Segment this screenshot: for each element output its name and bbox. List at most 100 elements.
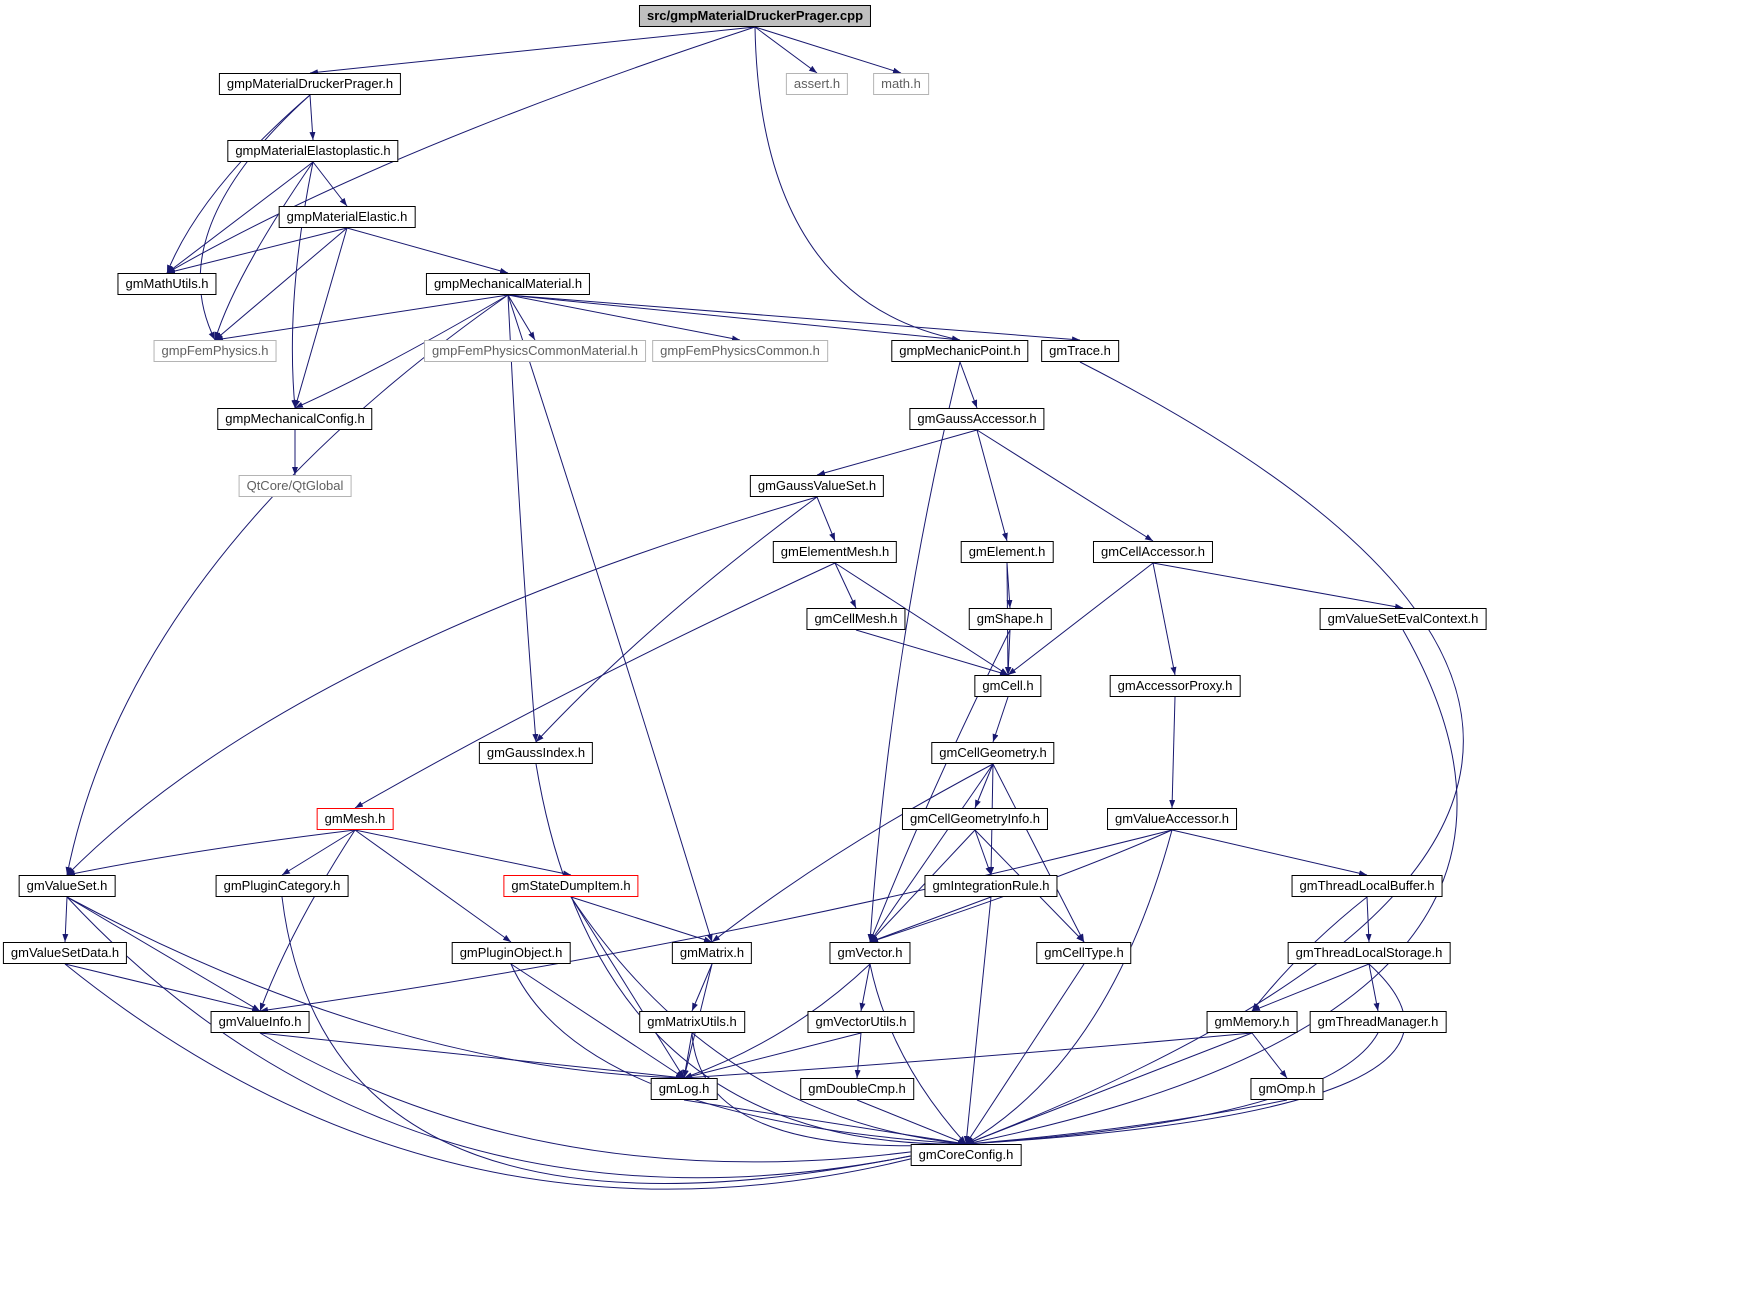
graph-node-valueset[interactable]: gmValueSet.h <box>18 875 116 897</box>
graph-edge-gaussvs--gaussidx <box>535 496 818 743</box>
graph-edge-log--coreconfig <box>683 1099 967 1146</box>
graph-node-mechconf[interactable]: gmpMechanicalConfig.h <box>217 408 373 430</box>
graph-node-cell[interactable]: gmCell.h <box>974 675 1042 697</box>
graph-node-gaussidx[interactable]: gmGaussIndex.h <box>478 742 594 764</box>
graph-edge-statedump--log <box>570 896 685 1079</box>
graph-edge-matutils--log <box>682 1032 693 1079</box>
graph-node-femphyscm: gmpFemPhysicsCommonMaterial.h <box>424 340 646 362</box>
graph-edge-cpp--mechpoint <box>754 26 961 342</box>
graph-edge-shape--vector <box>869 629 1011 943</box>
graph-edge-mechmat--matrix <box>507 294 713 943</box>
graph-node-mathutils[interactable]: gmMathUtils.h <box>117 273 217 295</box>
graph-edge-intrule--vector <box>869 896 992 943</box>
graph-edge-vsdata--coreconfig <box>64 963 967 1190</box>
graph-edge-mesh--valueset <box>66 829 356 877</box>
graph-node-intrule[interactable]: gmIntegrationRule.h <box>924 875 1058 897</box>
graph-node-trace[interactable]: gmTrace.h <box>1041 340 1119 362</box>
graph-node-mesh[interactable]: gmMesh.h <box>316 808 394 830</box>
graph-edge-mechmat--trace <box>507 294 1081 343</box>
graph-edge-plugincat--coreconfig <box>281 896 967 1184</box>
graph-edge-tlbuf--tls <box>1365 896 1372 943</box>
graph-node-doublecmp[interactable]: gmDoubleCmp.h <box>800 1078 914 1100</box>
graph-edge-gaussvs--valueset <box>66 496 818 876</box>
graph-edge-matrix--matutils <box>691 963 713 1012</box>
graph-edge-mesh--statedump <box>354 829 572 877</box>
graph-edge-mechmat--femphyscm <box>507 294 536 341</box>
graph-edge-elemmesh--cellmesh <box>834 562 857 609</box>
graph-edge-gaussacc--cellacc <box>976 429 1154 542</box>
graph-node-celltype[interactable]: gmCellType.h <box>1036 942 1132 964</box>
graph-edge-mechmat--valueset <box>65 294 509 876</box>
graph-node-vector[interactable]: gmVector.h <box>829 942 911 964</box>
graph-node-mechpoint[interactable]: gmpMechanicPoint.h <box>891 340 1029 362</box>
graph-node-valacc[interactable]: gmValueAccessor.h <box>1107 808 1237 830</box>
graph-edge-elemmesh--mesh <box>354 562 836 809</box>
graph-edge-doublecmp--coreconfig <box>856 1099 967 1145</box>
graph-node-cpp: src/gmpMaterialDruckerPrager.cpp <box>638 5 872 27</box>
graph-edge-matel_h--femphys <box>214 227 348 341</box>
graph-edge-cellgeom--celltype <box>992 763 1085 943</box>
graph-edge-cellgeom--vector <box>869 763 994 943</box>
graph-edge-mechmat--femphysc <box>507 294 741 342</box>
graph-node-matutils[interactable]: gmMatrixUtils.h <box>639 1011 745 1033</box>
graph-edge-cellgeom--cellgeominfo <box>974 763 994 809</box>
graph-edge-gaussidx--coreconfig <box>535 763 967 1148</box>
graph-edge-pluginobj--coreconfig <box>510 963 967 1147</box>
graph-node-cellgeominfo[interactable]: gmCellGeometryInfo.h <box>901 808 1049 830</box>
graph-node-matrix[interactable]: gmMatrix.h <box>671 942 753 964</box>
graph-node-gaussvs[interactable]: gmGaussValueSet.h <box>749 475 885 497</box>
graph-edge-cell--cellgeom <box>992 696 1009 743</box>
graph-node-coreconfig[interactable]: gmCoreConfig.h <box>910 1144 1022 1166</box>
graph-node-memory[interactable]: gmMemory.h <box>1206 1011 1298 1033</box>
graph-node-matdp_h[interactable]: gmpMaterialDruckerPrager.h <box>218 73 402 95</box>
graph-edge-valueset--vsdata <box>62 896 69 943</box>
graph-node-cellgeom[interactable]: gmCellGeometry.h <box>931 742 1055 764</box>
graph-node-element[interactable]: gmElement.h <box>960 541 1054 563</box>
graph-node-plugincat[interactable]: gmPluginCategory.h <box>215 875 349 897</box>
graph-edge-vecutils--doublecmp <box>854 1032 862 1079</box>
graph-node-vecutils[interactable]: gmVectorUtils.h <box>807 1011 915 1033</box>
graph-edge-matel_h--mathutils <box>166 227 348 274</box>
graph-edge-intrule--coreconfig <box>963 896 992 1145</box>
graph-edge-accproxy--valacc <box>1169 696 1176 809</box>
graph-edge-memory--log <box>683 1032 1253 1081</box>
graph-node-threadmgr[interactable]: gmThreadManager.h <box>1309 1011 1447 1033</box>
graph-edge-statedump--matrix <box>570 896 713 943</box>
graph-node-vsevalctx[interactable]: gmValueSetEvalContext.h <box>1319 608 1487 630</box>
graph-node-matel_h[interactable]: gmpMaterialElastic.h <box>278 206 416 228</box>
graph-node-cellacc[interactable]: gmCellAccessor.h <box>1092 541 1214 563</box>
graph-node-qtglobal: QtCore/QtGlobal <box>238 475 352 497</box>
graph-edge-vector--vecutils <box>859 963 871 1012</box>
graph-edge-mechpoint--gaussacc <box>959 361 978 409</box>
graph-node-accproxy[interactable]: gmAccessorProxy.h <box>1109 675 1241 697</box>
graph-node-shape[interactable]: gmShape.h <box>968 608 1052 630</box>
graph-node-omp[interactable]: gmOmp.h <box>1250 1078 1324 1100</box>
graph-node-cellmesh[interactable]: gmCellMesh.h <box>806 608 906 630</box>
graph-node-mechmat[interactable]: gmpMechanicalMaterial.h <box>425 273 591 295</box>
graph-edge-mechmat--mechpoint <box>507 294 961 343</box>
graph-node-matep_h[interactable]: gmpMaterialElastoplastic.h <box>227 140 399 162</box>
graph-node-tls[interactable]: gmThreadLocalStorage.h <box>1287 942 1451 964</box>
graph-node-valinfo[interactable]: gmValueInfo.h <box>210 1011 310 1033</box>
graph-node-femphysc: gmpFemPhysicsCommon.h <box>652 340 828 362</box>
graph-node-statedump[interactable]: gmStateDumpItem.h <box>503 875 639 897</box>
graph-node-vsdata[interactable]: gmValueSetData.h <box>2 942 128 964</box>
graph-edge-cpp--math_h <box>754 26 902 74</box>
graph-node-pluginobj[interactable]: gmPluginObject.h <box>451 942 571 964</box>
graph-edge-memory--coreconfig <box>965 1032 1253 1145</box>
graph-edge-matep_h--femphys <box>214 161 314 341</box>
graph-edge-valueset--coreconfig <box>66 896 967 1179</box>
graph-edge-cellmesh--cell <box>855 629 1009 676</box>
graph-edge-matdp_h--mathutils <box>166 94 311 274</box>
graph-edge-matel_h--mechmat <box>346 227 509 274</box>
graph-edge-valinfo--log <box>259 1032 685 1081</box>
graph-edge-tls--threadmgr <box>1368 963 1380 1012</box>
graph-edge-matdp_h--matep_h <box>309 94 316 141</box>
graph-node-elemmesh[interactable]: gmElementMesh.h <box>772 541 898 563</box>
graph-node-tlbuf[interactable]: gmThreadLocalBuffer.h <box>1291 875 1443 897</box>
graph-node-log[interactable]: gmLog.h <box>650 1078 718 1100</box>
graph-node-gaussacc[interactable]: gmGaussAccessor.h <box>909 408 1045 430</box>
graph-edge-valacc--coreconfig <box>965 829 1173 1145</box>
